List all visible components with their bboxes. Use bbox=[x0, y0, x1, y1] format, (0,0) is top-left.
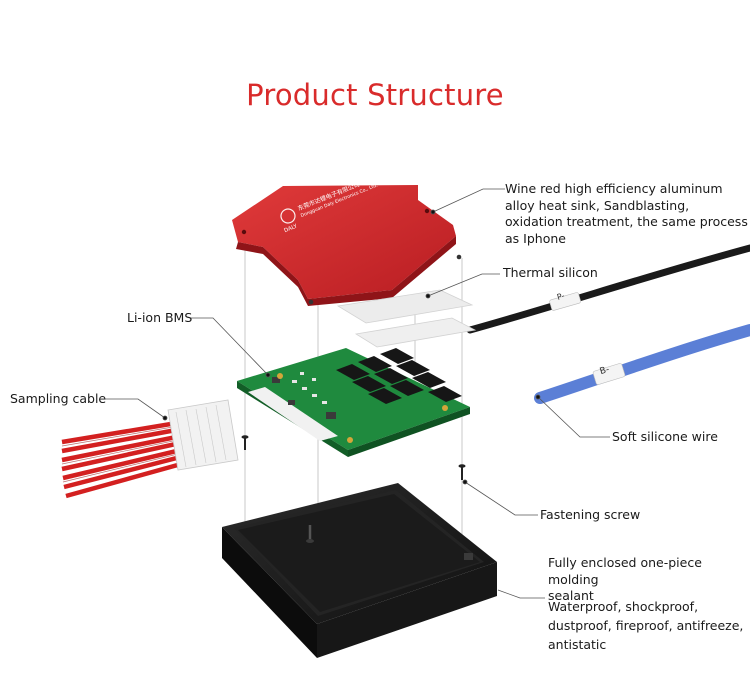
fastening-screws bbox=[241, 435, 466, 480]
thermal-silicon-label: Thermal silicon bbox=[503, 265, 598, 280]
features-label: Waterproof, shockproof, dustproof, firep… bbox=[548, 597, 743, 654]
page-title: Product Structure bbox=[246, 78, 504, 112]
thermal-silicon-pads bbox=[336, 289, 477, 348]
heat-sink-logo-text: DALY bbox=[283, 223, 298, 234]
heat-sink-label-line: alloy heat sink, Sandblasting, bbox=[505, 197, 690, 213]
leader-lines bbox=[104, 188, 610, 599]
enclosure-label-line: sealant bbox=[548, 588, 594, 603]
heat-sink-label-line: Wine red high efficiency aluminum bbox=[505, 181, 723, 196]
sampling-cable-connector bbox=[167, 399, 239, 471]
black-silicone-wire bbox=[466, 244, 750, 334]
features-label-line: Waterproof, shockproof, bbox=[548, 599, 699, 614]
bms-label: Li-ion BMS bbox=[127, 310, 193, 325]
silicone-wire-label: Soft silicone wire bbox=[612, 429, 718, 444]
screw-label: Fastening screw bbox=[540, 507, 641, 522]
heat-sink-label-line: as Iphone bbox=[505, 230, 566, 246]
sampling-cable-label: Sampling cable bbox=[10, 391, 107, 406]
enclosure-label-line: Fully enclosed one-piece molding bbox=[548, 555, 702, 587]
features-label-line: dustproof, fireproof, antifreeze, bbox=[548, 618, 744, 633]
black-enclosure bbox=[222, 483, 497, 658]
blue-silicone-wire bbox=[534, 324, 750, 404]
features-label-line: antistatic bbox=[548, 637, 607, 652]
heat-sink-label-line: oxidation treatment, the same process bbox=[505, 214, 748, 229]
pcb-board bbox=[237, 348, 470, 457]
enclosure-label: Fully enclosed one-piece molding sealant bbox=[548, 555, 750, 605]
red-heat-sink: DALY 东莞市达锂电子有限公司 Dongguan Daly Electroni… bbox=[232, 180, 462, 306]
heat-sink-label: Wine red high efficiency aluminum alloy … bbox=[505, 181, 748, 247]
